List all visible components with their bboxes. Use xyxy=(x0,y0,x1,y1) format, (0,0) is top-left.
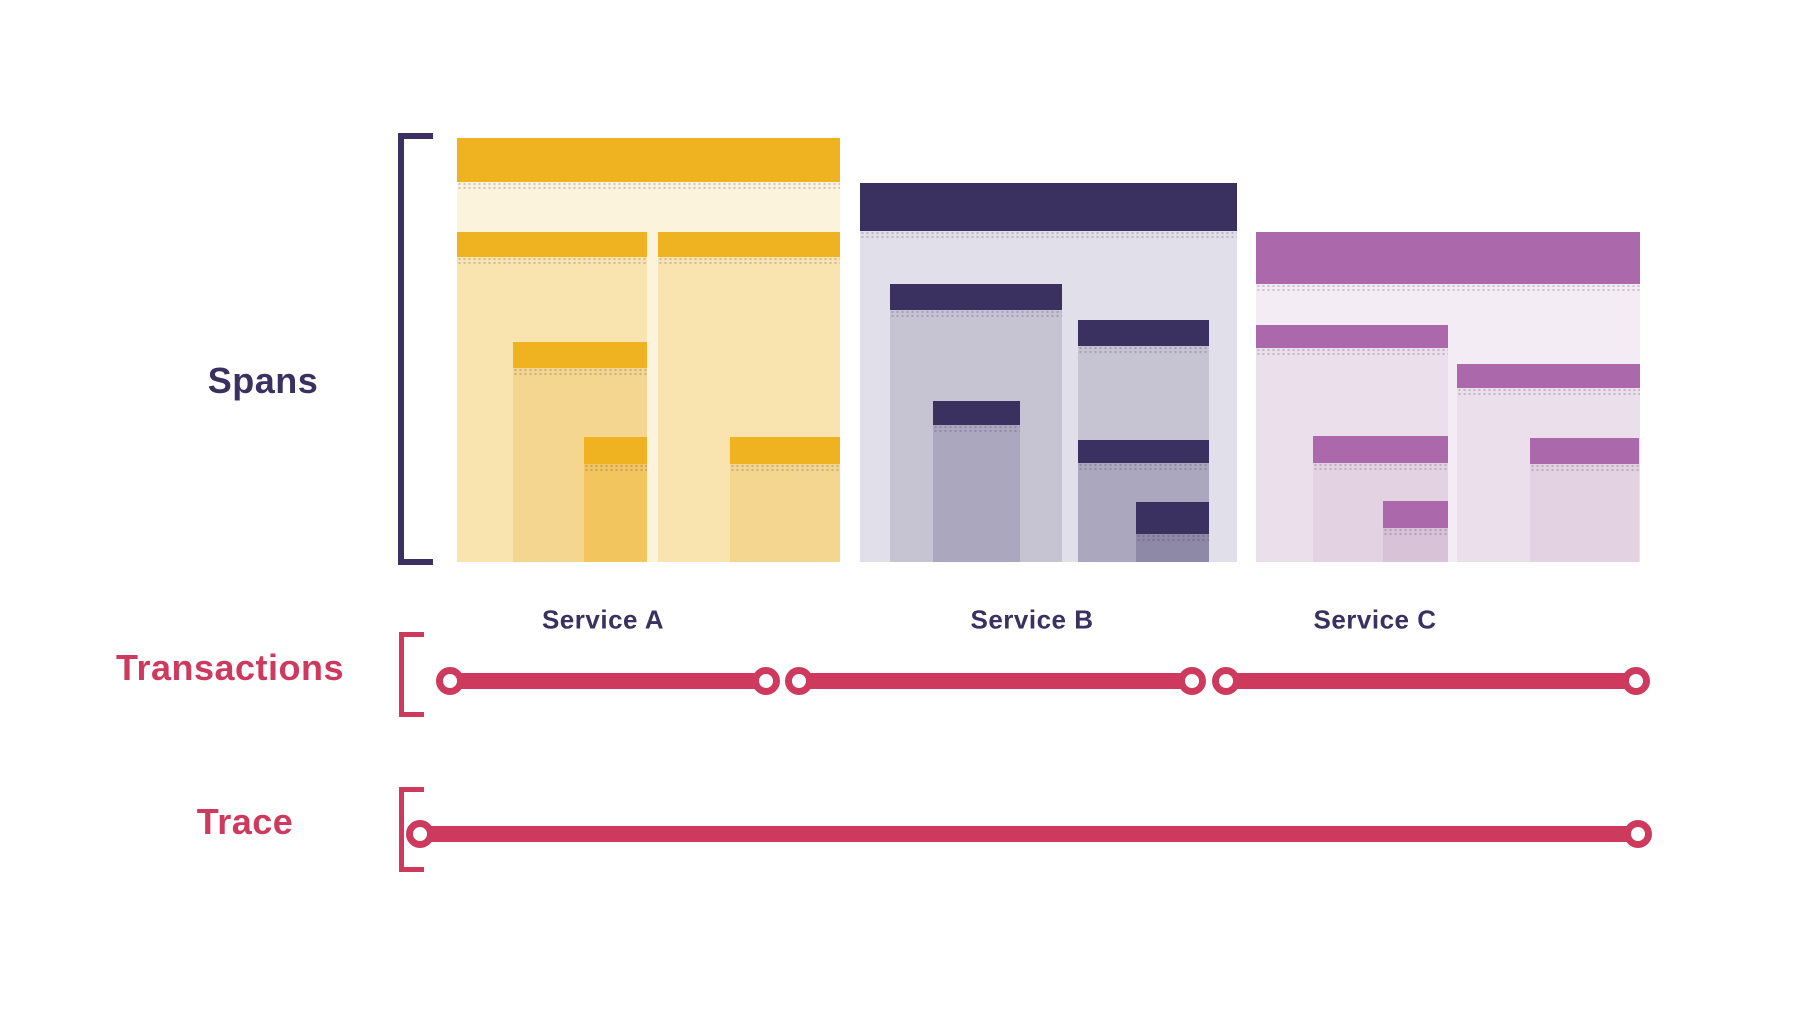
service-b-span-child-2-1-header xyxy=(1078,440,1209,470)
service-b-span-child-1-1-header xyxy=(933,401,1020,432)
service-b-transaction-line xyxy=(799,673,1192,689)
service-b-span-child-1-header xyxy=(890,284,1062,317)
service-c-span-child-2-1-header xyxy=(1530,438,1639,471)
service-a-span-child-1-1-1-header xyxy=(584,437,647,471)
trace-row-label: Trace xyxy=(196,801,294,842)
service-c-span-child-1-1-header xyxy=(1313,436,1448,470)
trace-bracket xyxy=(399,787,424,872)
service-c-transaction-end-circle xyxy=(1622,667,1650,695)
transactions-bracket xyxy=(399,632,424,717)
service-b-span-child-2-1-1-header xyxy=(1136,502,1209,541)
service-a-transaction-end-circle xyxy=(752,667,780,695)
service-c-span-child-2-1-body xyxy=(1530,464,1639,562)
spans-bracket xyxy=(398,133,433,565)
service-b-span-root-header xyxy=(860,183,1237,238)
service-a-span-child-1-header xyxy=(457,232,647,264)
service-c-span-child-2-header xyxy=(1457,364,1640,395)
service-c-span-root-header xyxy=(1256,232,1640,291)
service-a-span-child-2-header xyxy=(658,232,840,264)
service-b-span-child-2-1-1-body xyxy=(1136,534,1209,562)
service-a-transaction-line xyxy=(450,673,766,689)
service-c-span-child-1-header xyxy=(1256,325,1448,355)
spans-row-label: Spans xyxy=(207,360,319,401)
service-a-span-child-2-1-body xyxy=(730,464,840,562)
service-c-transaction-line xyxy=(1226,673,1636,689)
service-a-transaction-start-circle xyxy=(436,667,464,695)
service-c-span-child-1-1-1-body xyxy=(1383,528,1448,562)
trace-line xyxy=(420,826,1638,842)
service-a-span-child-2-1-header xyxy=(730,437,840,471)
service-c-label: Service C xyxy=(1313,604,1437,635)
service-b-transaction-end-circle xyxy=(1178,667,1206,695)
service-a-span-child-1-1-1-body xyxy=(584,464,647,562)
service-b-span-child-2-header xyxy=(1078,320,1209,353)
trace-end-circle xyxy=(1624,820,1652,848)
transactions-row-label: Transactions xyxy=(115,647,345,688)
service-a-span-root-header xyxy=(457,138,840,189)
service-c-span-child-1-1-1-header xyxy=(1383,501,1448,535)
service-b-transaction-start-circle xyxy=(785,667,813,695)
trace-start-circle xyxy=(406,820,434,848)
service-a-label: Service A xyxy=(541,604,665,635)
service-c-transaction-start-circle xyxy=(1212,667,1240,695)
service-a-span-child-1-1-header xyxy=(513,342,647,375)
service-b-label: Service B xyxy=(970,604,1094,635)
service-b-span-child-1-1-body xyxy=(933,425,1020,562)
